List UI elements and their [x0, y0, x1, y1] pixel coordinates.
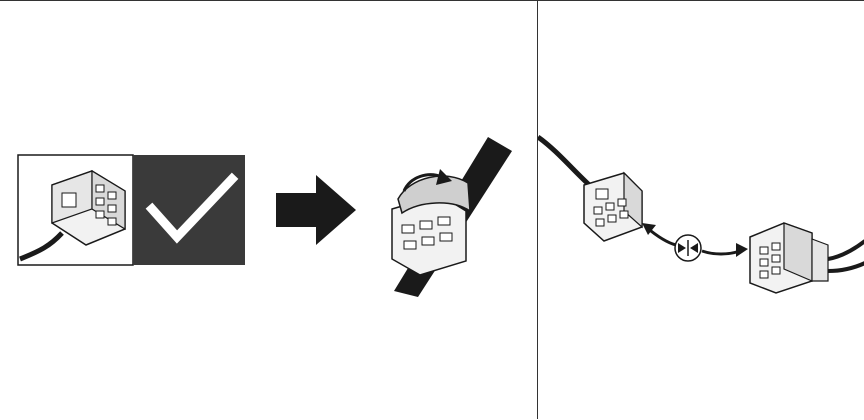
- left-panel-drawing: [17, 137, 512, 297]
- connector-check-inset: [17, 154, 134, 266]
- tape-icon: [397, 175, 471, 215]
- right-panel: [537, 0, 864, 419]
- wrap-arrowhead: [436, 169, 452, 185]
- tape-wrap-illustration: [391, 137, 512, 297]
- check-mark-box: [133, 155, 245, 265]
- mate-symbol-icon: [674, 234, 702, 262]
- wire-left: [538, 134, 598, 193]
- right-arrow-icon: [276, 175, 356, 245]
- left-panel: [0, 0, 537, 297]
- check-mark-icon: [145, 172, 239, 244]
- connector-icon: [583, 171, 643, 242]
- wire-right-2: [827, 261, 864, 273]
- wire-right-1: [827, 239, 864, 261]
- mate-direction-arrow: [642, 223, 748, 262]
- connector-icon: [749, 222, 829, 294]
- wire: [19, 231, 64, 262]
- connector-icon: [51, 169, 126, 246]
- right-panel-drawing: [538, 134, 864, 294]
